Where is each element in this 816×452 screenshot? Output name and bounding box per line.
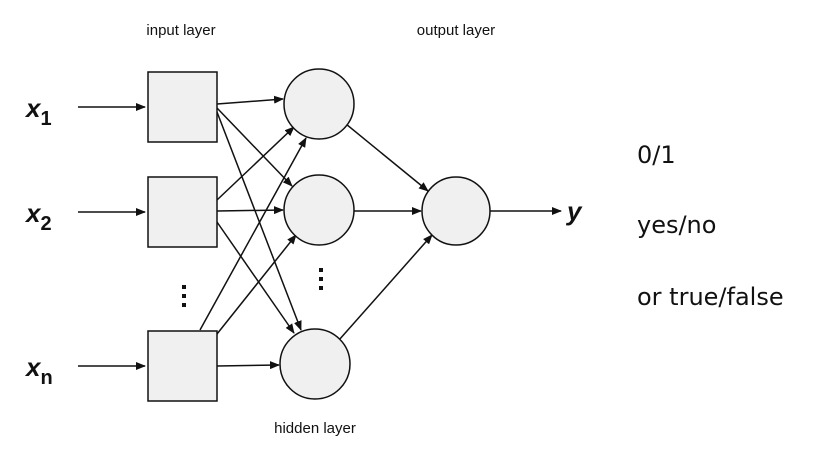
edge-i2-h1 [216, 126, 295, 201]
edge-i2-h2 [216, 206, 284, 215]
edge-i1-h1 [216, 95, 284, 105]
input-label-x1: x1 [24, 93, 52, 130]
input-hidden-connections [199, 95, 307, 370]
output-node [421, 176, 491, 246]
hidden-output-connections [338, 123, 433, 341]
hidden-layer-label: hidden layer [274, 420, 356, 437]
input-label-x2: x2 [24, 198, 52, 235]
edge-h1-o [345, 123, 429, 192]
edge-i1-h3 [216, 111, 302, 331]
edge-in-h2 [216, 234, 297, 335]
output-layer-label: output layer [417, 22, 495, 39]
input-label-xn: xn [24, 352, 53, 389]
input-ellipsis [182, 285, 186, 307]
input-layer-label: input layer [146, 22, 215, 39]
input-node-n [147, 330, 218, 402]
edge-in-h1 [199, 137, 307, 331]
hidden-ellipsis [319, 268, 323, 290]
edge-h3-o [338, 234, 433, 341]
edge-in-h3 [216, 361, 280, 370]
output-value-binary: 0/1 [637, 141, 676, 169]
edge-i1-h2 [216, 107, 293, 187]
output-value-true-false: or true/false [637, 283, 784, 311]
output-value-yes-no: yes/no [637, 211, 717, 239]
input-node-2 [147, 176, 218, 248]
input-node-1 [147, 71, 218, 143]
edge-i2-h3 [216, 221, 295, 334]
hidden-node-n [279, 328, 351, 400]
output-label-y: y [565, 196, 583, 226]
hidden-node-2 [283, 174, 355, 246]
hidden-node-1 [283, 68, 355, 140]
